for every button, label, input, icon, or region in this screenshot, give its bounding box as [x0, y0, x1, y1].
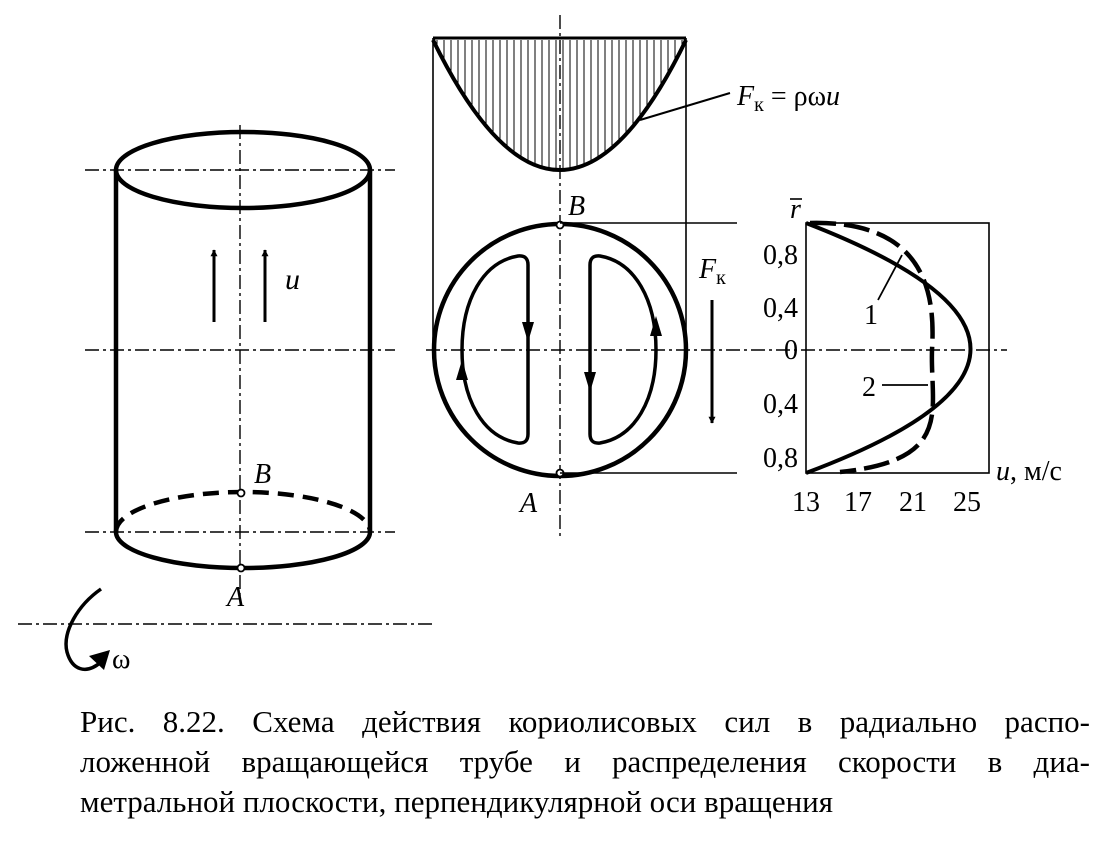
- omega-label: ω: [112, 644, 130, 675]
- velocity-plot: r 0,8 0,4 0 0,4 0,8 13 17 21 25 u, м/с 1…: [763, 194, 1062, 518]
- caption-line-3: метральной плоскости, перпендикулярной о…: [80, 784, 834, 819]
- fk-formula: Fк = ρωu: [736, 81, 840, 116]
- velocity-curve-1: [805, 221, 973, 475]
- r-bar-label: r: [790, 194, 801, 225]
- coriolis-figure: u B A ω Fк = ρωu: [18, 15, 1062, 675]
- point-b-label-mid: B: [568, 191, 585, 222]
- coriolis-force-curve: [431, 39, 688, 172]
- x-tick-3: 21: [899, 487, 927, 518]
- point-a-label-left: A: [225, 582, 245, 613]
- vortex-arrow-left-up: [456, 360, 468, 380]
- x-tick-2: 17: [844, 487, 872, 518]
- curve-2-label: 2: [862, 372, 876, 403]
- cylinder-bottom-front: [113, 531, 373, 571]
- fk-formula-rhs: = ρω: [764, 81, 826, 112]
- figure-caption: Рис. 8.22. Схема действия кориолисовых с…: [80, 702, 1090, 822]
- fk-formula-u: u: [826, 81, 840, 112]
- caption-line-2: ложенной вращающейся трубе и распределен…: [80, 744, 1090, 779]
- vortex-arrow-left-down: [522, 322, 534, 342]
- fk-force-f: F: [698, 254, 717, 285]
- y-tick-2: 0,4: [763, 293, 798, 324]
- curve-1-leader: [877, 254, 903, 301]
- fk-formula-sub: к: [754, 94, 764, 116]
- y-tick-5: 0,8: [763, 443, 798, 474]
- point-b-label-left: B: [254, 459, 271, 490]
- cross-section-diagram: Fк = ρωu B A Fк: [426, 15, 1007, 540]
- formula-leader: [639, 92, 731, 121]
- caption-line-1: Рис. 8.22. Схема действия кориолисовых с…: [80, 704, 1090, 739]
- fk-force-label: Fк: [698, 254, 726, 289]
- u-axis-unit: , м/с: [1010, 456, 1062, 487]
- point-b-left: [236, 488, 246, 498]
- u-axis-var: u: [996, 456, 1010, 487]
- rotation-arrow: [64, 587, 103, 672]
- vortex-arrow-right-down: [584, 372, 596, 392]
- plot-frame: [805, 222, 990, 474]
- vortex-left: [460, 254, 530, 445]
- point-a-label-mid: A: [518, 488, 538, 519]
- curve-1-label: 1: [864, 300, 878, 331]
- x-tick-4: 25: [953, 487, 981, 518]
- y-tick-1: 0,8: [763, 240, 798, 271]
- fk-formula-f: F: [736, 81, 755, 112]
- cylinder-bottom-back-hidden: [113, 489, 373, 533]
- fk-force-sub: к: [716, 267, 726, 289]
- velocity-curve-2: [809, 220, 936, 475]
- cylinder-diagram: u B A ω: [18, 125, 435, 675]
- u-label-left: u: [285, 263, 300, 296]
- y-tick-3: 0: [784, 335, 798, 366]
- u-axis-label: u, м/с: [996, 456, 1062, 487]
- vortex-right: [588, 254, 658, 445]
- y-tick-4: 0,4: [763, 389, 798, 420]
- x-tick-1: 13: [792, 487, 820, 518]
- point-a-left: [236, 563, 246, 573]
- vortex-arrow-right-up: [650, 316, 662, 336]
- rotation-arrow-head: [89, 650, 110, 670]
